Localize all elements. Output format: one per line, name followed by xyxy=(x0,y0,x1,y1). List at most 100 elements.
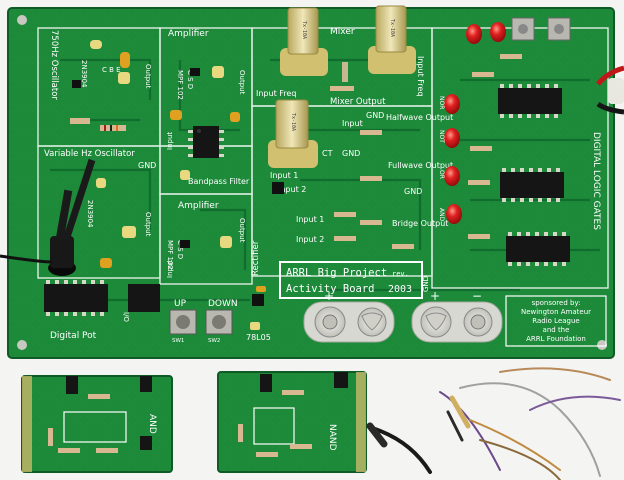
capacitor xyxy=(212,66,224,78)
transistor xyxy=(72,80,81,88)
svg-text:GND: GND xyxy=(366,111,384,120)
led xyxy=(444,94,460,114)
sponsor-box: sponsored by: Newington Amateur Radio Le… xyxy=(505,295,607,347)
svg-text:Input: Input xyxy=(342,119,363,128)
title-year: 2003 xyxy=(388,284,412,295)
section-label-logic-gates: DIGITAL LOGIC GATES xyxy=(591,132,601,230)
section-label-mixer: Mixer xyxy=(330,27,355,37)
label-bridge: Bridge Output xyxy=(392,219,448,228)
loose-wires xyxy=(366,367,621,480)
section-label-bandpass: Bandpass Filter xyxy=(188,177,250,186)
led xyxy=(444,128,460,148)
svg-text:+: + xyxy=(324,289,334,303)
svg-text:I/O: I/O xyxy=(122,312,130,322)
up-button[interactable] xyxy=(169,309,197,335)
label-not: NOT xyxy=(438,130,445,143)
amplifier-top-section: Amplifier MPF 102 C S D Output Input xyxy=(166,29,246,150)
svg-text:Newington Amateur: Newington Amateur xyxy=(521,308,591,316)
label-down: DOWN xyxy=(208,299,238,309)
osc-750hz-section: 750Hz Oscillator 2N3904 Output C B E xyxy=(49,30,152,131)
logic-chip-3 xyxy=(506,232,570,266)
label-nand-board: NAND xyxy=(327,424,337,451)
label-cbe: C B E xyxy=(102,66,121,74)
label-input-freq-right: Input Freq xyxy=(416,56,425,96)
label-or: OR xyxy=(438,170,445,179)
regulator xyxy=(252,294,264,306)
mixer-section: Mixer Input Freq Input Freq Mixer Output… xyxy=(256,5,425,107)
label-input-freq-left: Input Freq xyxy=(256,89,296,98)
section-label-amplifier-bottom: Amplifier xyxy=(178,201,219,211)
svg-text:Input 1: Input 1 xyxy=(296,215,324,224)
transformer-2: Tx-10A xyxy=(368,5,416,74)
led xyxy=(444,166,460,186)
svg-text:SW1: SW1 xyxy=(172,338,184,344)
battery-holder-left: + xyxy=(303,289,395,343)
jfet-transistor xyxy=(190,68,200,76)
label-input2: Input 2 xyxy=(278,185,306,194)
title-box: ARRL Big Project rev. Activity Board 200… xyxy=(279,261,423,299)
svg-text:+: + xyxy=(430,289,440,303)
variable-osc-section: Variable Hz Oscillator GND 2N3904 Output xyxy=(0,149,156,276)
op-amp-chip xyxy=(193,126,219,158)
amplifier-bottom-section: Amplifier MPF 102 C S D Output Input xyxy=(166,201,246,278)
svg-text:Tx-10A: Tx-10A xyxy=(290,113,296,131)
label-ct: CT xyxy=(322,149,333,158)
small-board-and: AND xyxy=(21,375,173,473)
rectifier-section: Tx-10A Rectifier Input 1 Input 2 CT GND … xyxy=(251,99,453,276)
bandpass-section: Bandpass Filter xyxy=(170,110,250,186)
label-nor: NOR xyxy=(438,96,445,109)
svg-text:and the: and the xyxy=(543,326,570,334)
label-78l05: 78L05 xyxy=(246,333,271,342)
transformer-1: Tx-10A xyxy=(280,7,328,76)
label-halfwave: Halfwave Output xyxy=(386,113,453,122)
label-digital-pot: Digital Pot xyxy=(50,331,97,341)
svg-text:C S D: C S D xyxy=(176,240,184,259)
svg-text:−: − xyxy=(472,289,482,303)
svg-text:Tx-10A: Tx-10A xyxy=(301,21,307,39)
section-label-amplifier: Amplifier xyxy=(168,29,209,39)
label-and-board: AND xyxy=(147,414,157,434)
section-label-osc-750hz: 750Hz Oscillator xyxy=(49,30,59,100)
title-line1: ARRL Big Project xyxy=(286,267,387,279)
label-up: UP xyxy=(174,299,187,309)
svg-text:Output: Output xyxy=(144,212,152,237)
label-mpf102: MPF 102 xyxy=(176,70,184,100)
digital-pot-section: Digital Pot I/O UP DOWN SW1 SW2 78L05 xyxy=(44,280,271,344)
svg-text:Tx-10A: Tx-10A xyxy=(389,19,395,37)
title-line2: Activity Board xyxy=(286,283,375,295)
led-row-top xyxy=(466,22,506,44)
label-fullwave: Fullwave Output xyxy=(388,161,453,170)
capacitor xyxy=(118,72,130,84)
pot-chip xyxy=(44,284,108,312)
capacitor xyxy=(90,40,102,49)
section-label-variable-osc: Variable Hz Oscillator xyxy=(44,149,135,159)
svg-text:Input 2: Input 2 xyxy=(296,235,324,244)
svg-text:sponsored by:: sponsored by: xyxy=(532,299,581,307)
svg-text:2N3904: 2N3904 xyxy=(86,200,94,228)
resistor xyxy=(100,125,126,131)
down-button[interactable] xyxy=(205,309,233,335)
logic-chip-1 xyxy=(498,84,562,118)
svg-text:Input: Input xyxy=(166,260,174,278)
label-and-gate: AND xyxy=(438,208,445,222)
label-2n3904: 2N3904 xyxy=(80,60,88,88)
svg-text:GND: GND xyxy=(138,161,156,170)
led xyxy=(446,204,462,224)
label-output: Output xyxy=(144,64,152,89)
logic-gates-section: DIGITAL LOGIC GATES NOR NOT OR AND xyxy=(422,17,624,292)
pot-chip-2 xyxy=(128,284,160,312)
svg-text:GND: GND xyxy=(342,149,360,158)
main-board: 750Hz Oscillator 2N3904 Output C B E Amp… xyxy=(0,5,624,359)
svg-text:SW2: SW2 xyxy=(208,338,220,344)
transformer-3: Tx-10A xyxy=(268,99,318,168)
svg-text:Radio League: Radio League xyxy=(532,317,579,325)
svg-text:Output: Output xyxy=(238,70,246,95)
title-rev: rev. xyxy=(392,270,409,278)
potentiometer xyxy=(48,158,96,276)
svg-text:ARRL Foundation: ARRL Foundation xyxy=(526,335,586,343)
svg-text:GND: GND xyxy=(404,187,422,196)
battery-holder-right: + − xyxy=(411,289,503,343)
capacitor xyxy=(120,52,130,68)
